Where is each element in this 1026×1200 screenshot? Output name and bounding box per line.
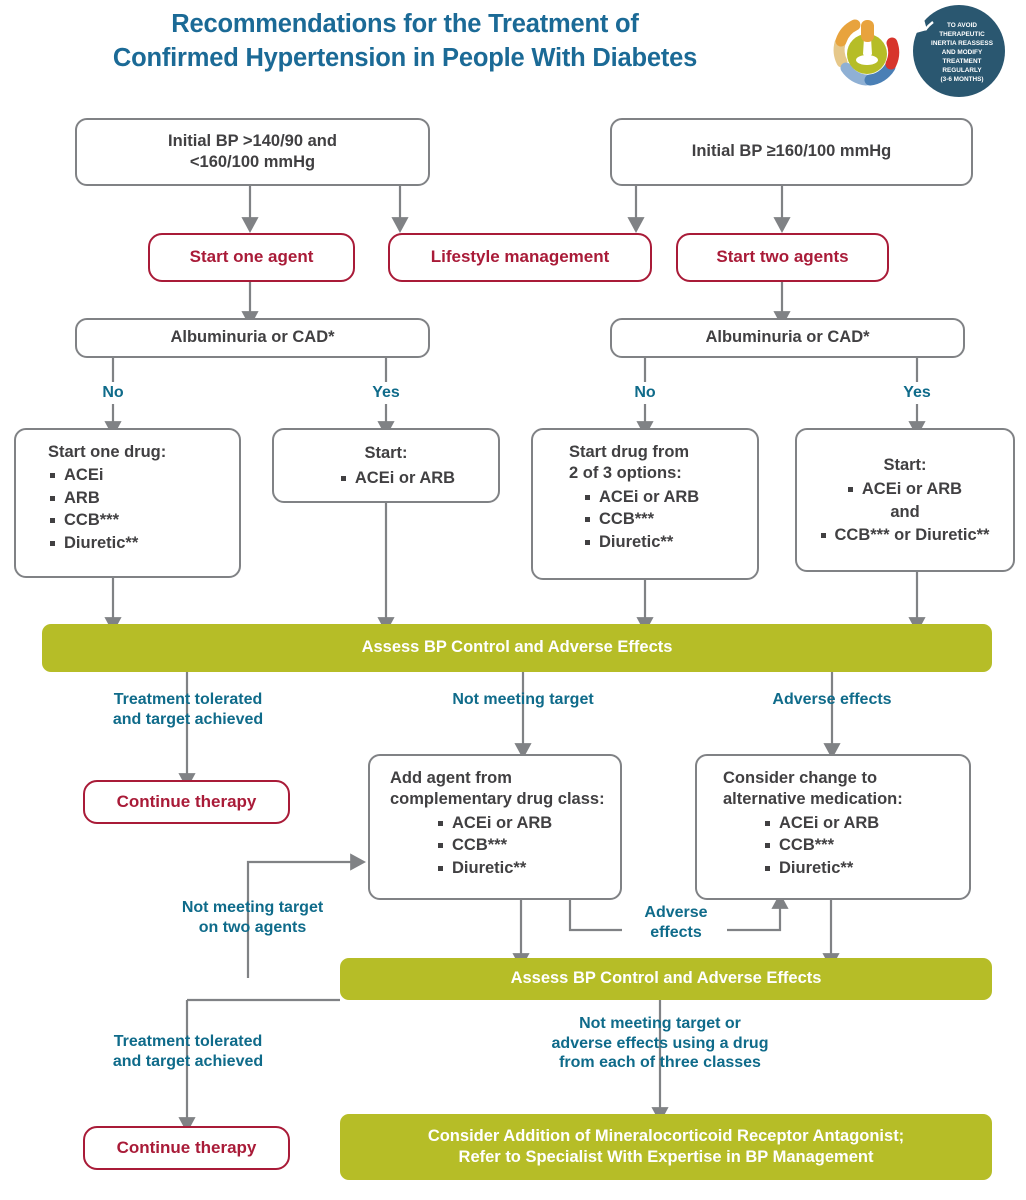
list-item: Diuretic** [438, 858, 610, 879]
svg-text:TO AVOID: TO AVOID [947, 22, 977, 29]
node-add-agent-header: Add agent from complementary drug class: [390, 769, 605, 809]
list-item: ACEi or ARB [585, 487, 747, 508]
node-start-one-drug-header: Start one drug: [48, 443, 167, 461]
svg-text:THERAPEUTIC: THERAPEUTIC [939, 31, 985, 38]
badge-text: TO AVOID THERAPEUTIC INERTIA REASSESS AN… [931, 22, 994, 83]
node-assess-bp-2: Assess BP Control and Adverse Effects [340, 958, 992, 1000]
node-add-agent-list: ACEi or ARB CCB*** Diuretic** [380, 813, 610, 879]
edge-label-adverse-effects-loop: Adverse effects [644, 904, 708, 941]
node-start-acei-arb: Start: ACEi or ARB [272, 428, 500, 503]
node-assess-bp-1: Assess BP Control and Adverse Effects [42, 624, 992, 672]
node-albuminuria-right: Albuminuria or CAD* [610, 318, 965, 358]
list-item: ACEi or ARB [340, 468, 455, 489]
node-start-combo-list-1: ACEi or ARB [847, 478, 962, 501]
edge-label-not-meeting-final: Not meeting target or adverse effects us… [551, 1015, 769, 1072]
node-start-combo-list-2: CCB*** or Diuretic** [820, 524, 989, 547]
node-consider-change: Consider change to alternative medicatio… [695, 754, 971, 900]
page-title: Recommendations for the Treatment of Con… [0, 8, 810, 76]
node-start-one-drug-list: ACEi ARB CCB*** Diuretic** [26, 465, 229, 554]
list-item: Diuretic** [585, 532, 747, 553]
edge-label-treatment-tolerated-2: Treatment tolerated and target achieved [112, 1033, 264, 1070]
node-start-combo-conjunction: and [890, 502, 920, 521]
node-consider-change-header: Consider change to alternative medicatio… [723, 769, 903, 809]
edge-label-not-meeting-target-1: Not meeting target [452, 691, 594, 708]
therapeutic-inertia-badge: TO AVOID THERAPEUTIC INERTIA REASSESS AN… [818, 2, 1018, 100]
edge-label-yes-right: Yes [903, 384, 931, 401]
edge-label-treatment-tolerated-1: Treatment tolerated and target achieved [112, 691, 264, 728]
node-final-recommendation: Consider Addition of Mineralocorticoid R… [340, 1114, 992, 1180]
page-title-line-2: Confirmed Hypertension in People With Di… [112, 43, 698, 72]
list-item: ACEi [50, 465, 229, 486]
list-item: ARB [50, 488, 229, 509]
node-continue-therapy-1: Continue therapy [83, 780, 290, 824]
node-initial-bp-left: Initial BP >140/90 and <160/100 mmHg [75, 118, 430, 186]
edge-label-no-right: No [634, 384, 656, 401]
node-consider-change-list: ACEi or ARB CCB*** Diuretic** [707, 813, 959, 879]
node-lifestyle-management: Lifestyle management [388, 233, 652, 282]
list-item: CCB*** [438, 835, 610, 856]
node-start-2of3-list: ACEi or ARB CCB*** Diuretic** [543, 487, 747, 553]
list-item: ACEi or ARB [765, 813, 959, 834]
svg-text:INERTIA REASSESS: INERTIA REASSESS [931, 40, 994, 47]
list-item: ACEi or ARB [438, 813, 610, 834]
list-item: CCB*** [765, 835, 959, 856]
node-albuminuria-left: Albuminuria or CAD* [75, 318, 430, 358]
list-item: ACEi or ARB [847, 479, 962, 500]
list-item: CCB*** [50, 510, 229, 531]
list-item: Diuretic** [765, 858, 959, 879]
edge-label-not-meeting-two-agents: Not meeting target on two agents [181, 899, 324, 936]
node-start-2of3-header: Start drug from 2 of 3 options: [569, 443, 690, 483]
list-item: CCB*** or Diuretic** [820, 525, 989, 546]
svg-text:AND MODIFY: AND MODIFY [942, 49, 983, 56]
edge-label-no-left: No [102, 384, 124, 401]
badge-ring-icon [833, 19, 900, 86]
node-start-combo: Start: ACEi or ARB and CCB*** or Diureti… [795, 428, 1015, 572]
badge-circle-icon [913, 5, 1005, 97]
svg-text:TREATMENT: TREATMENT [943, 58, 982, 65]
svg-text:(3-6 MONTHS): (3-6 MONTHS) [941, 76, 984, 83]
node-start-acei-arb-list: ACEi or ARB [317, 467, 455, 490]
node-start-acei-arb-header: Start: [364, 444, 408, 463]
node-add-agent: Add agent from complementary drug class:… [368, 754, 622, 900]
node-start-combo-header: Start: [883, 455, 927, 474]
node-start-one-agent: Start one agent [148, 233, 355, 282]
list-item: CCB*** [585, 509, 747, 530]
node-continue-therapy-2: Continue therapy [83, 1126, 290, 1170]
edge-label-yes-left: Yes [372, 384, 400, 401]
node-initial-bp-right: Initial BP ≥160/100 mmHg [610, 118, 973, 186]
svg-text:REGULARLY: REGULARLY [942, 67, 982, 74]
node-start-one-drug: Start one drug: ACEi ARB CCB*** Diuretic… [14, 428, 241, 578]
node-start-2of3: Start drug from 2 of 3 options: ACEi or … [531, 428, 759, 580]
list-item: Diuretic** [50, 533, 229, 554]
page-title-line-1: Recommendations for the Treatment of [171, 10, 639, 38]
edge-label-adverse-effects-1: Adverse effects [772, 691, 892, 708]
node-start-two-agents: Start two agents [676, 233, 889, 282]
